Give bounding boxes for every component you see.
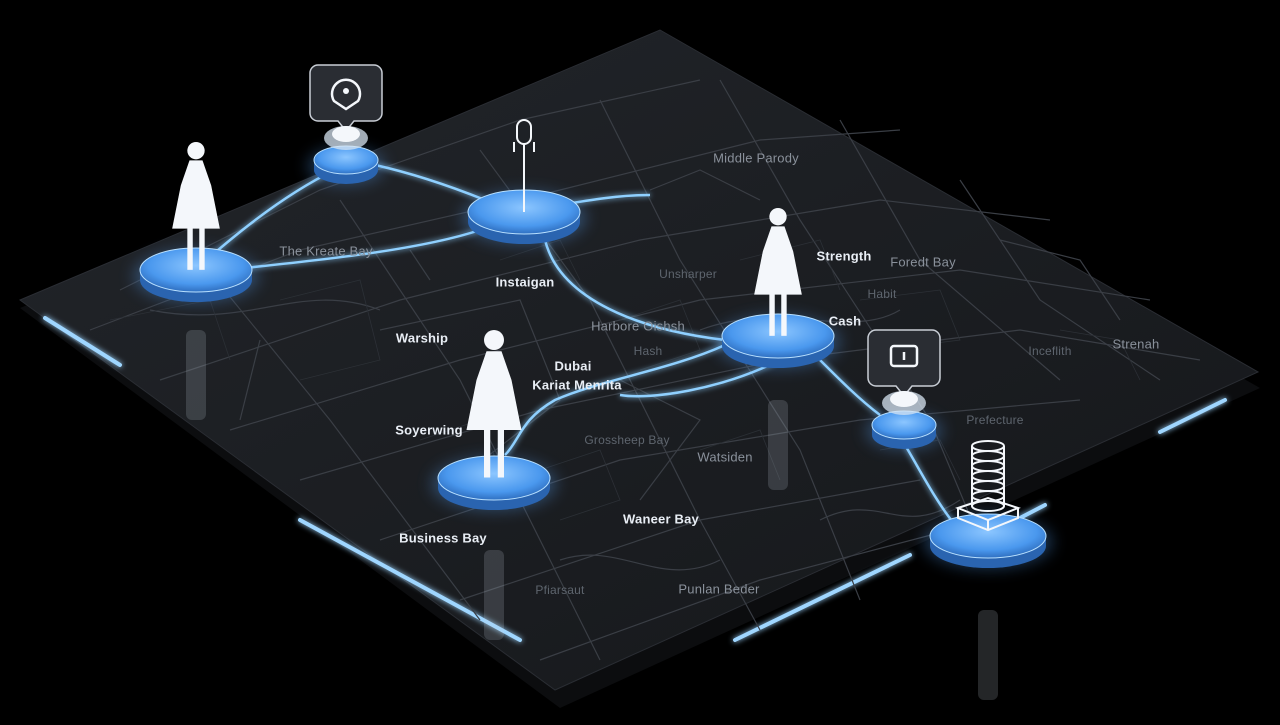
edge-glow <box>43 316 122 367</box>
edge-glow <box>1158 398 1227 434</box>
person-bottom-platform[interactable] <box>432 330 556 510</box>
map-label: Foredt Bay <box>890 254 956 270</box>
map-label: Cash <box>828 313 862 329</box>
route-link <box>903 444 956 526</box>
map-label: Harbore Oishsh <box>591 318 685 334</box>
microphone-icon <box>513 119 535 212</box>
map-label: Dubai <box>554 358 592 374</box>
edge-glow <box>733 553 912 642</box>
route-link <box>244 228 481 270</box>
map-label: Prefecture <box>966 413 1024 427</box>
map-label: Business Bay <box>399 530 487 546</box>
platforms <box>134 64 1052 700</box>
route-link <box>504 343 726 456</box>
map-label: Waneer Bay <box>623 511 699 527</box>
person-icon <box>754 208 802 336</box>
map-label: Watsiden <box>697 449 753 465</box>
edge-glow <box>1018 503 1047 520</box>
map-label: Hash <box>633 344 663 358</box>
chat-right-platform[interactable] <box>866 329 942 449</box>
route-link <box>619 358 781 398</box>
server-stack-icon <box>955 440 1021 532</box>
map-label: Middle Parody <box>713 150 799 166</box>
mic-center-platform[interactable] <box>462 119 586 244</box>
map-label: Grossheep Bay <box>584 433 670 447</box>
map-label: Inceflith <box>1028 344 1072 358</box>
route-link <box>819 359 881 416</box>
map-label: Soyerwing <box>395 422 463 438</box>
chat-message-icon <box>867 329 941 415</box>
person-icon <box>466 330 522 478</box>
map-label: Pfiarsaut <box>535 583 585 597</box>
map-label: Warship <box>395 330 449 346</box>
map-label: Habit <box>867 287 897 301</box>
person-left-platform[interactable] <box>134 142 258 302</box>
chat-top-platform[interactable] <box>308 64 384 184</box>
route-link <box>374 163 486 202</box>
map-label: Strength <box>816 248 872 264</box>
reflections <box>186 330 998 700</box>
stack-right-platform[interactable] <box>924 440 1052 568</box>
map-label: Punlan Beder <box>678 581 760 597</box>
map-label: Unsharper <box>659 267 717 281</box>
map-label: Kariat Menrita <box>532 377 622 393</box>
person-icon <box>172 142 220 270</box>
edge-glow <box>298 518 522 642</box>
map-label: The Kreate Bay <box>279 243 373 259</box>
chat-location-icon <box>309 64 383 150</box>
route-link <box>543 239 726 342</box>
map-slab <box>18 29 1260 708</box>
person-right-platform[interactable] <box>716 208 840 368</box>
map-label: Strenah <box>1112 336 1160 352</box>
map-label: Instaigan <box>495 274 555 290</box>
